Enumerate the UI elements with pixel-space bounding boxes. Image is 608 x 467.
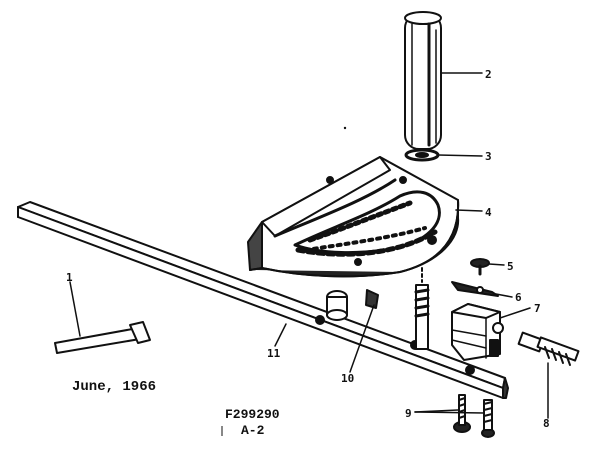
callout-5: 5: [507, 260, 514, 273]
miter-gauge-body-drawing: [247, 156, 460, 278]
pointer-drawing: [451, 281, 499, 297]
sheet-number: A-2: [241, 423, 265, 438]
stop-block-drawing: [451, 303, 504, 361]
date-caption: June, 1966: [72, 379, 156, 395]
speck: [343, 126, 347, 130]
handle-drawing: [404, 11, 442, 150]
callout-3: 3: [485, 150, 492, 163]
leader-lines: [69, 72, 549, 419]
hex-key-drawing: [54, 321, 151, 354]
callout-1: 1: [66, 271, 73, 284]
callout-6: 6: [515, 291, 522, 304]
stud-drawing: [414, 267, 430, 350]
drawing-number: F299290: [225, 407, 280, 422]
stop-link-drawing: [326, 289, 379, 321]
screw-drawing: [470, 258, 490, 276]
callout-4: 4: [485, 206, 492, 219]
callout-8: 8: [543, 417, 550, 430]
callout-10: 10: [341, 372, 354, 385]
callout-2: 2: [485, 68, 492, 81]
washer-drawing: [404, 148, 440, 162]
callout-9: 9: [405, 407, 412, 420]
callout-7: 7: [534, 302, 541, 315]
callout-11: 11: [267, 347, 281, 360]
callout-labels: 2 3 4 5 6 7 8 9 10 11 1: [66, 68, 550, 430]
thumb-screw-drawing: [517, 331, 580, 366]
screws-drawing: [453, 394, 495, 438]
